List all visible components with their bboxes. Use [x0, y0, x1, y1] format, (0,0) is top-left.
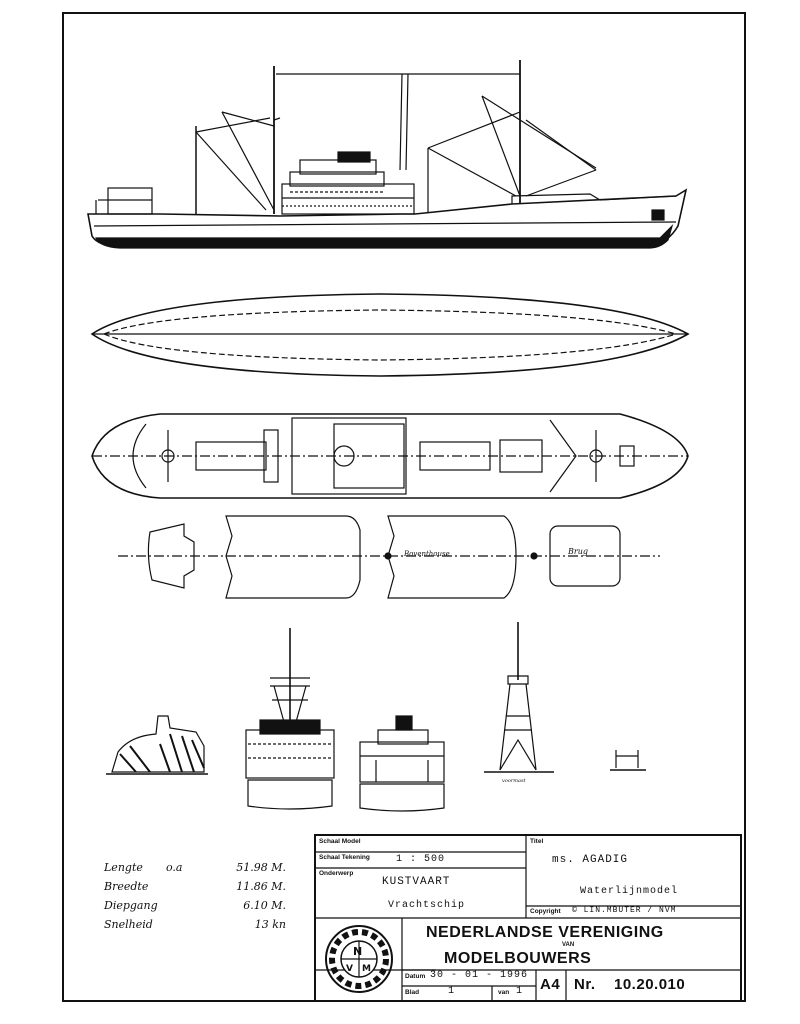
logo-letter-m: M [362, 964, 371, 974]
logo-letter-n: N [353, 945, 362, 958]
waterline-plan-view [90, 293, 690, 377]
foremast-label: voormast [502, 778, 527, 784]
nvm-logo-icon: N V M [324, 924, 394, 994]
side-profile-view [87, 60, 688, 249]
spec-row-beam: Breedte 11.86 M. [104, 877, 286, 896]
spec-label: Lengte [104, 861, 143, 874]
spec-label: Breedte [104, 880, 149, 893]
spec-sub [166, 915, 206, 934]
date-label: Datum [405, 973, 426, 980]
copyright-label: Copyright [530, 908, 561, 915]
spec-row-length: Lengte o.a 51.98 M. [104, 858, 286, 877]
subject-value-type: Vrachtschip [388, 900, 466, 911]
bridge-label: Brug [567, 547, 588, 556]
spec-value: 13 kn [254, 918, 286, 931]
title-value-model: Waterlijnmodel [580, 886, 679, 897]
spec-sub [166, 877, 206, 896]
spec-sub [166, 896, 206, 915]
title-block-grid [316, 836, 740, 1000]
sheet-of-label: van [498, 989, 510, 996]
spec-row-draught: Diepgang 6.10 M. [104, 896, 286, 915]
spec-label: Diepgang [104, 899, 158, 912]
org-name-line-2: MODELBOUWERS [444, 950, 592, 967]
sections-view: voormast [106, 622, 646, 812]
scale-drawing-label: Schaal Tekening [319, 854, 370, 861]
scale-drawing-value: 1 : 500 [396, 854, 446, 865]
spec-label: Snelheid [104, 918, 153, 931]
spec-value: 11.86 M. [236, 880, 286, 893]
spec-value: 6.10 M. [243, 899, 286, 912]
subject-label: Onderwerp [319, 870, 354, 877]
copyright-value: © LIN.MBUTER / NVM [572, 906, 677, 915]
paper-format: A4 [540, 976, 561, 993]
spec-value: 51.98 M. [236, 861, 286, 874]
sheet-label: Blad [405, 989, 420, 996]
drawing-number-label: Nr. [574, 976, 596, 993]
drawing-number-value: 10.20.010 [614, 976, 686, 993]
sheet-value: 1 [448, 986, 456, 997]
deck-parts-view: Boventhouse Brug [118, 515, 660, 599]
logo-letter-v: V [346, 964, 353, 974]
date-value: 30 - 01 - 1996 [430, 970, 529, 981]
scale-model-label: Schaal Model [319, 838, 361, 845]
spec-row-speed: Snelheid 13 kn [104, 915, 286, 934]
title-label: Titel [530, 838, 544, 845]
sheet-of-value: 1 [516, 986, 524, 997]
nvm-logo-graphic: N V M [325, 925, 393, 993]
spec-sub: o.a [166, 861, 183, 874]
subject-value-category: KUSTVAART [382, 876, 451, 888]
org-name-van: VAN [562, 942, 575, 948]
deck-plan-view [91, 413, 689, 499]
org-name-line-1: NEDERLANDSE VERENIGING [426, 924, 664, 941]
title-value-ship: ms. AGADIG [552, 854, 629, 866]
deckhouse-label: Boventhouse [403, 550, 450, 558]
title-block: Schaal Model Schaal Tekening 1 : 500 Ond… [314, 834, 742, 1002]
ship-specifications: Lengte o.a 51.98 M. Breedte 11.86 M. Die… [104, 858, 286, 934]
